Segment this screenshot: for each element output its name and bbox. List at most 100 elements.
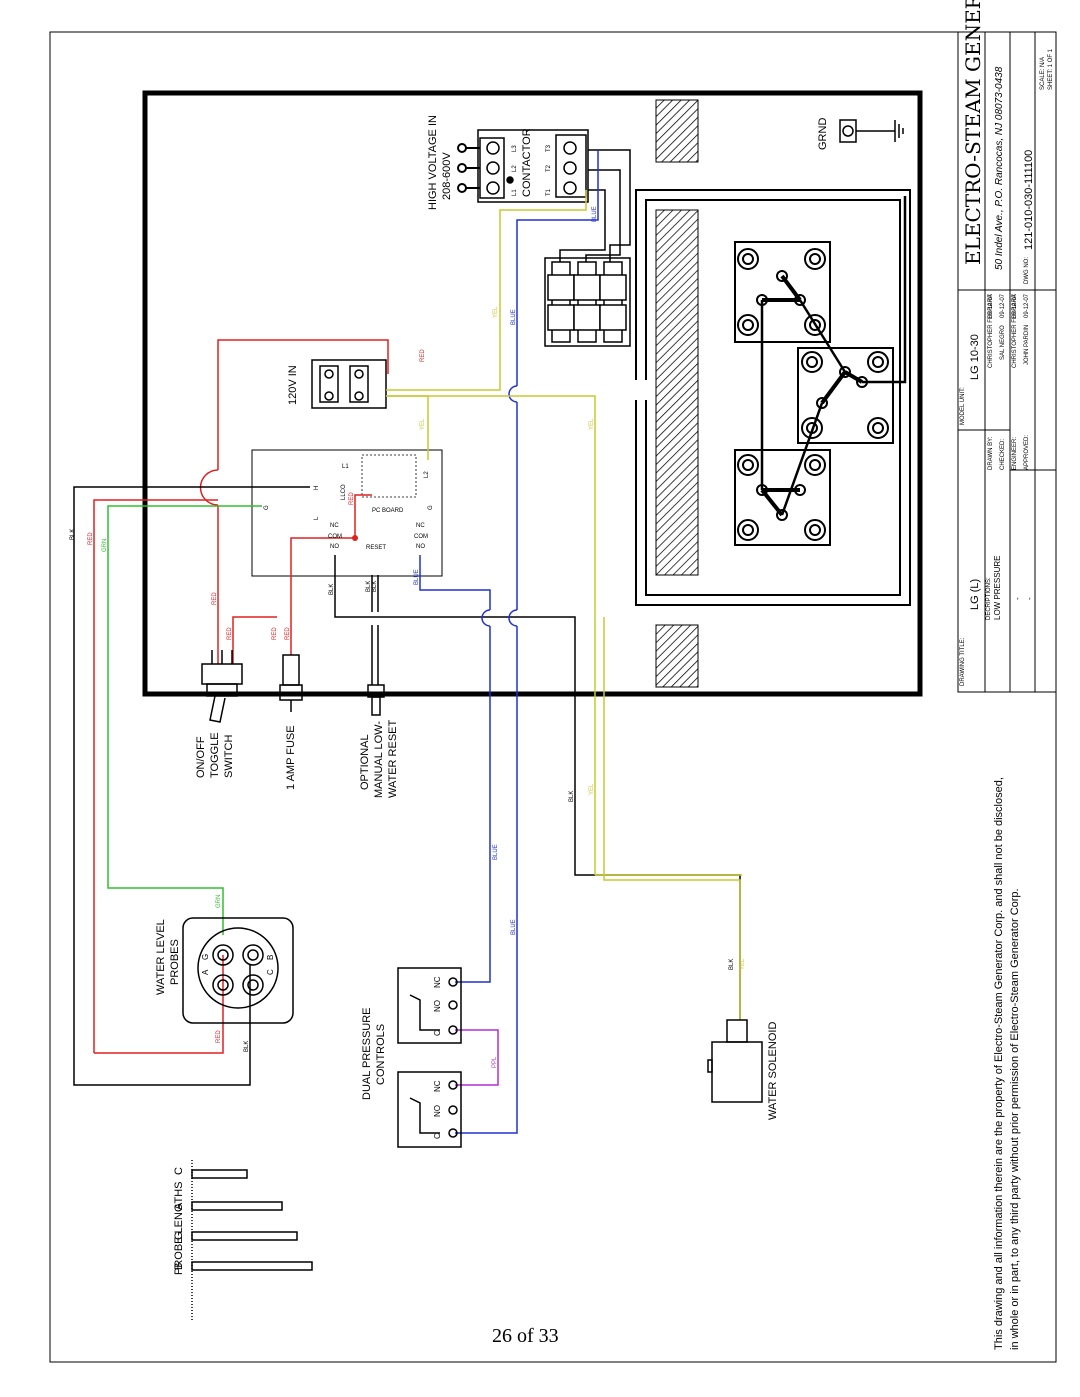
wires-yellow [386,190,742,1020]
tag-blk-6: BLK [729,959,735,970]
tb-drawing-title: LG (L) [969,579,981,610]
tb-dwg-no-label: DWG NO: [1024,257,1030,284]
wires-red [93,339,389,1054]
label-controls: CONTROLS [375,1024,387,1085]
label-reset: RESET [366,545,386,551]
label-water-level: WATER LEVEL [155,919,167,995]
tag-blue-2: BLUE [511,309,517,325]
label-l1: L1 [512,189,518,196]
heater-outline [635,189,911,606]
label-nc-2: NC [416,523,425,529]
tag-yel-3: YEL [589,418,595,430]
tag-grn-2: GRN [216,895,222,908]
red-junction [352,535,358,541]
label-com: COM [328,534,342,540]
heater-outline-inner [645,199,901,596]
tb-date2: 09-12-07 [1000,293,1006,318]
water-solenoid [707,1019,763,1103]
label-water-solenoid: WATER SOLENOID [767,1022,779,1120]
tb-company: ELECTRO-STEAM GENERATOR CORP. [961,0,985,265]
tag-yel-2: YEL [493,306,499,318]
heater-jumpers [760,196,907,516]
label-pl-g: G [173,1231,185,1240]
hatch-block-top [655,99,699,163]
wire-green [107,505,262,935]
label-pc-g: G [264,505,270,510]
tb-checked: SAL NEGRO [1000,325,1006,360]
label-toggle: TOGGLE [209,732,221,778]
enclosure-box [142,90,923,697]
label-pc-l1: L1 [342,464,349,470]
tb-dash1: - [1013,597,1022,600]
label-l2: L2 [512,165,518,172]
pressure-control-1 [397,967,462,1044]
ground-symbol [839,119,904,143]
tag-red-7: RED [420,349,426,362]
label-high-voltage: HIGH VOLTAGE IN [427,115,439,210]
label-t1: T1 [546,188,552,196]
label-probe-b: B [266,955,275,960]
tb-engineer: CHRISTOPHER FERRARA [1012,294,1018,368]
tb-engineer-label: ENGINEER: [1012,437,1018,470]
label-switch: SWITCH [223,735,235,778]
tag-blue-4: BLUE [493,844,499,860]
label-pl-c: C [173,1167,185,1175]
tb-date4: 09-12-07 [1024,293,1030,318]
tag-ppl: PPL [492,1056,498,1068]
blue-crossover-3 [508,609,518,627]
tag-blk-4: BLK [372,581,378,592]
tag-yel-1: YEL [420,418,426,430]
tag-yel-4: YEL [589,783,595,795]
tb-drawing-title-label: DRAWING TITLE: [960,637,966,686]
tb-drawn-by-label: DRAWN BY: [988,436,994,470]
hatch-block-bottom [655,624,699,688]
tag-yel-5: YEL [740,958,746,970]
wires-blue [419,150,599,1134]
tb-checked-label: CHECKED: [1000,439,1006,470]
tb-approved: JOHN PARDIN [1024,325,1030,365]
tb-drawn-by: CHRISTOPHER FERRARA [988,294,994,368]
tag-blk-3: BLK [366,581,372,592]
label-t2: T2 [546,164,552,172]
tb-date1: 09-12-07 [988,293,994,318]
label-voltage-range: 208-600V [441,152,453,200]
tb-description: LOW PRESSURE [993,556,1002,620]
label-sw1-no: NO [433,1000,442,1012]
manual-reset-switch [367,684,385,716]
tag-blk-2: BLK [329,584,335,595]
tag-blue-5: BLUE [511,919,517,935]
label-no-2: NO [416,544,425,550]
tb-date3: 09-12-07 [1012,293,1018,318]
hv-input-terminals [457,143,480,193]
tag-blue-3: BLUE [592,206,598,222]
label-pl-a: A [173,1202,185,1210]
label-pl-b: B [173,1263,185,1270]
tag-red-6: RED [349,492,355,505]
label-sw1-c: C [433,1030,442,1036]
fuse-holder [279,654,303,712]
label-optional: OPTIONAL [359,734,371,790]
footer-notice-line2: in whole or in part, to any third party … [1009,888,1021,1350]
label-t3: T3 [546,144,552,152]
label-grnd: GRND [817,118,829,150]
label-sw2-c: C [433,1133,442,1139]
tag-red-4: RED [272,627,278,640]
label-probes: PROBES [169,939,181,985]
label-sw2-nc: NC [433,1080,442,1092]
tag-blk-5: BLK [569,791,575,802]
element-block-bottom [734,449,831,546]
label-120v-in: 120V IN [287,365,299,405]
label-com-2: COM [414,534,428,540]
label-pc-g2: G [428,505,434,510]
terminal-120v [311,359,387,409]
page-number: 26 of 33 [492,1325,559,1347]
element-block-top [734,241,831,343]
tb-approved-label: APPROVED: [1024,435,1030,470]
label-probe-lengths: PROBE LENGTHS [173,1181,185,1275]
terminal-strip [544,257,631,347]
label-probe-c: C [266,969,275,975]
tb-dwg-no: 121-010-030-111100 [1023,150,1035,250]
label-sw2-no: NO [433,1105,442,1117]
